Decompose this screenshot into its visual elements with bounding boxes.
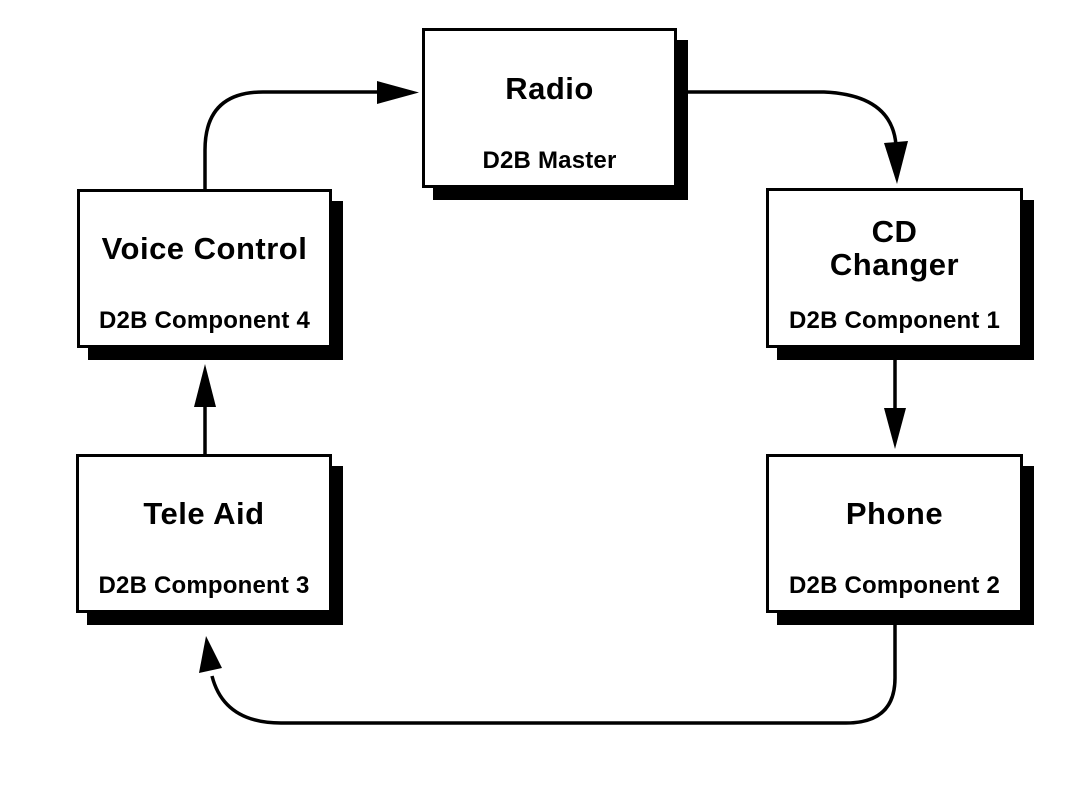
edge-cd-changer-to-phone [884,350,906,449]
arrowhead-into-cd-changer [884,141,908,184]
edge-line [210,615,897,725]
edge-radio-to-cd-changer [678,90,908,184]
arrowhead-into-tele-aid [199,636,222,673]
node-radio-subtitle: D2B Master [482,147,617,174]
node-title-area: Radio [425,31,674,147]
node-title-area: CD Changer [769,191,1020,307]
node-cd-changer: CD Changer D2B Component 1 [766,188,1023,348]
node-phone-title: Phone [845,496,944,532]
edge-tele-aid-to-voice-control [194,364,216,456]
node-phone: Phone D2B Component 2 [766,454,1023,613]
node-radio: Radio D2B Master [422,28,677,188]
arrowhead-into-radio [377,81,419,104]
node-voice-control-subtitle: D2B Component 4 [98,307,310,334]
node-tele-aid: Tele Aid D2B Component 3 [76,454,332,613]
node-tele-aid-title: Tele Aid [143,496,265,532]
edge-line [203,90,377,192]
node-tele-aid-subtitle: D2B Component 3 [98,572,310,599]
arrowhead-into-voice-control [194,364,216,407]
node-voice-control-title: Voice Control [101,231,308,267]
arrowhead-into-phone [884,408,906,449]
edge-line [678,90,898,146]
node-cd-changer-title: CD Changer [829,214,960,282]
node-title-area: Phone [769,457,1020,572]
node-title-area: Tele Aid [79,457,329,572]
node-radio-title: Radio [505,70,594,106]
node-phone-subtitle: D2B Component 2 [788,572,1000,599]
edge-phone-to-tele-aid [199,615,897,725]
node-cd-changer-subtitle: D2B Component 1 [788,307,1000,334]
node-voice-control: Voice Control D2B Component 4 [77,189,332,348]
edge-voice-control-to-radio [203,81,419,192]
node-title-area: Voice Control [80,192,329,307]
